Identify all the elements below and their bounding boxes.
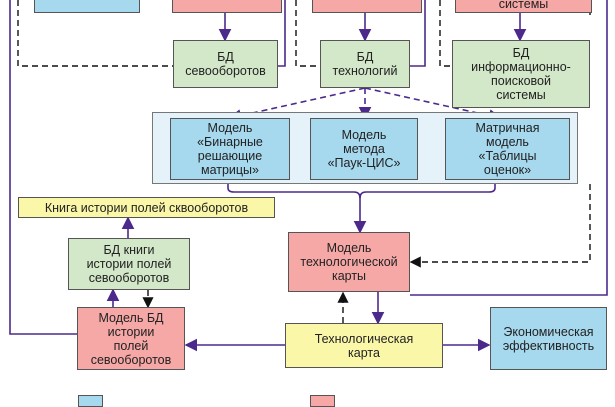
db-history-book: БД книги истории полей севооборотов xyxy=(68,238,190,290)
top-box-4: системы xyxy=(455,0,592,13)
history-book: Книга истории полей сквооборотов xyxy=(18,197,275,218)
tech-map-model: Модель технологической карты xyxy=(288,232,410,292)
history-db-model: Модель БД истории полей севооборотов xyxy=(77,307,185,370)
tech-map: Технологическая карта xyxy=(285,323,443,368)
top-box-2 xyxy=(172,0,282,13)
legend-swatch-pink xyxy=(310,395,335,407)
model-binary-matrices: Модель «Бинарные решающие матрицы» xyxy=(170,118,290,180)
model-evaluation-tables: Матричная модель «Таблицы оценок» xyxy=(445,118,570,180)
top-box-1 xyxy=(34,0,140,13)
top-box-3 xyxy=(312,0,422,13)
model-spider: Модель метода «Паук-ЦИС» xyxy=(310,118,418,180)
db-technologies: БД технологий xyxy=(320,40,410,88)
legend-swatch-blue xyxy=(78,395,103,407)
db-ir-system: БД информационно- поисковой системы xyxy=(452,40,590,108)
db-rotations: БД севооборотов xyxy=(173,40,278,88)
economic-efficiency: Экономическая эффективность xyxy=(490,307,607,370)
